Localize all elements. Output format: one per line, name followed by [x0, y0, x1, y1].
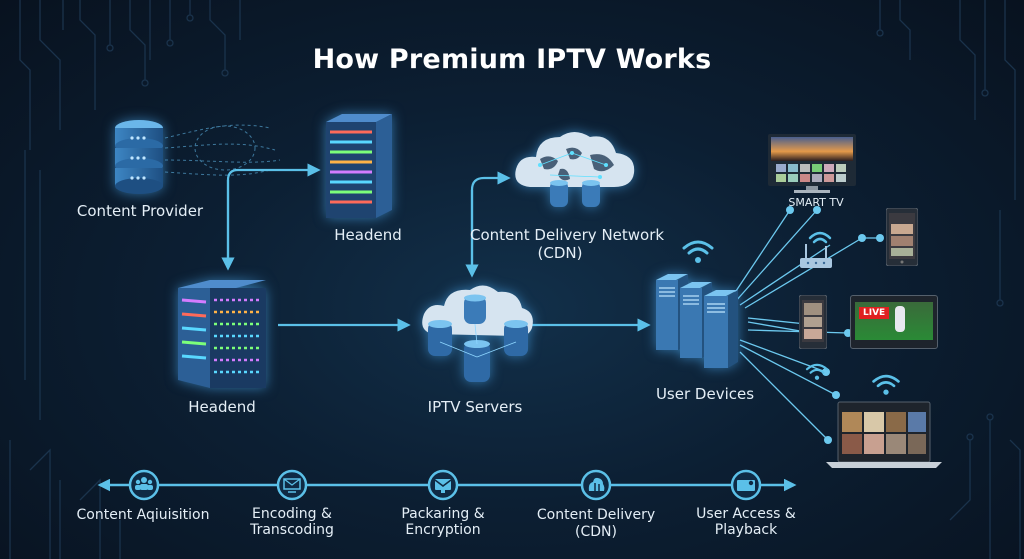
step-label-user-access-line2: Playback	[714, 522, 778, 538]
encode-icon	[276, 469, 308, 501]
people-icon	[128, 469, 160, 501]
step-label-content-delivery: Content Delivery (CDN)	[536, 507, 656, 540]
wifi-icon	[682, 240, 714, 263]
content-provider-label: Content Provider	[76, 202, 204, 220]
player-icon	[730, 469, 762, 501]
smartphone-icon	[799, 295, 827, 349]
diagram-title: How Premium IPTV Works	[312, 44, 712, 75]
headend-left-label: Headend	[188, 398, 256, 416]
cloud-globe-icon	[515, 132, 635, 207]
cdn-label-line1: Content Delivery Network	[470, 226, 665, 244]
step-label-user-access-line1: User Access &	[696, 506, 796, 522]
tablet-device: LIVE	[850, 295, 938, 349]
laptop-icon	[826, 401, 942, 468]
cloud-database-icon	[422, 285, 533, 382]
server-rack-icon-left	[178, 280, 266, 388]
live-badge: LIVE	[859, 307, 890, 319]
server-rack-icon-top	[326, 114, 392, 218]
player-figure	[895, 306, 905, 332]
router-icon	[800, 231, 832, 268]
headend-top-label: Headend	[334, 226, 402, 244]
smartphone-icon	[886, 208, 918, 266]
smart-tv-label: SMART TV	[788, 196, 844, 209]
step-label-encoding-line1: Encoding &	[252, 506, 332, 522]
cdn-icon	[580, 469, 612, 501]
step-label-encoding-line2: Transcoding	[250, 522, 334, 538]
wifi-icon	[805, 363, 829, 380]
cdn-label-line2: (CDN)	[537, 244, 583, 262]
step-label-packaging-line2: Encryption	[405, 522, 481, 538]
step-label-content-acquisition: Content Aqiuisition	[76, 507, 210, 523]
database-icon	[115, 120, 163, 194]
data-stream-lines	[164, 124, 281, 176]
envelope-icon	[427, 469, 459, 501]
arrow-to-headend-top	[226, 163, 321, 268]
arrow-iptv-to-cdn	[470, 171, 511, 275]
step-label-packaging-line1: Packaring &	[401, 506, 485, 522]
wifi-icon	[872, 374, 900, 395]
smart-tv-icon	[768, 134, 856, 193]
user-devices-label: User Devices	[655, 385, 755, 403]
iptv-servers-label: IPTV Servers	[427, 398, 523, 416]
server-tower-icon	[656, 274, 738, 368]
